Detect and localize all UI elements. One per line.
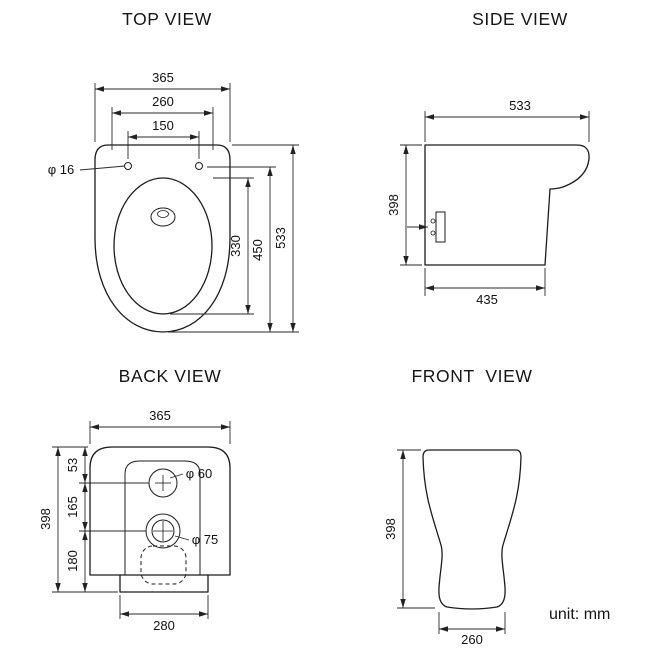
- dim-side-height: 398: [386, 144, 422, 266]
- side-view-drawing: 533 398 435: [386, 98, 590, 307]
- unit-label: unit: mm: [549, 606, 611, 623]
- leader-line: [79, 165, 126, 171]
- dim-back-outlet-diameter: φ 75: [174, 532, 219, 547]
- dim-label-inlet-to-outlet: 165: [65, 496, 80, 518]
- dim-top-hole-diameter: φ 16: [48, 162, 126, 177]
- dim-label-top-to-inlet: 53: [65, 458, 80, 472]
- back-view-drawing: φ 60 φ 75 365 280: [38, 408, 231, 633]
- top-view-flush-jet: [150, 207, 176, 227]
- dim-label-outlet-diameter: φ 75: [192, 532, 219, 547]
- dim-label-overall-width: 365: [152, 70, 174, 85]
- dim-label-back-width: 365: [149, 408, 171, 423]
- dim-label-front-base-width: 260: [461, 632, 483, 647]
- dim-label-inlet-diameter: φ 60: [186, 466, 213, 481]
- leader-line: [169, 473, 184, 479]
- top-view-seat-hole-right: [195, 162, 203, 170]
- dim-label-back-base-width: 280: [153, 618, 175, 633]
- dim-label-overall-depth: 533: [273, 227, 288, 249]
- fixing-hole-bottom: [430, 230, 436, 236]
- dim-label-base-depth: 435: [476, 292, 498, 307]
- top-view-title: TOP VIEW: [122, 9, 212, 29]
- back-view-base-outline: [119, 574, 209, 593]
- dim-label-outlet-to-floor: 180: [65, 550, 80, 572]
- top-view-flush-jet-inner: [157, 210, 169, 218]
- back-view-trapway-dashed: [140, 545, 187, 585]
- side-view-title: SIDE VIEW: [472, 9, 568, 29]
- dim-back-left-stack: 53 165 180 398: [38, 446, 149, 593]
- dim-label-side-height: 398: [386, 194, 401, 216]
- dim-top-seat-width: 260: [111, 94, 214, 150]
- dim-top-hole-spacing: 150: [127, 118, 200, 159]
- back-view-inner-outline: [124, 460, 201, 575]
- dim-side-overall-depth: 533: [424, 98, 590, 142]
- back-view-title: BACK VIEW: [118, 366, 222, 386]
- dim-label-side-depth: 533: [509, 98, 531, 113]
- fixing-hole-top: [430, 218, 436, 224]
- fixing-bracket: [435, 211, 446, 243]
- dim-top-overall-width: 365: [94, 70, 231, 142]
- top-view-body-outline: [94, 144, 231, 333]
- dim-label-hole-spacing: 150: [152, 118, 174, 133]
- back-view-outlet-hole-inner: [151, 519, 175, 543]
- dim-label-hole-diameter: φ 16: [48, 162, 75, 177]
- top-view-seat-hole-left: [124, 162, 132, 170]
- dim-back-base-width: 280: [119, 595, 209, 633]
- dim-label-seat-width: 260: [152, 94, 174, 109]
- dim-top-right-stack: 330 450 533: [168, 144, 299, 333]
- side-view-fixing-detail: [407, 211, 446, 243]
- top-view-drawing: φ 16 365 260 150: [48, 70, 299, 333]
- dim-back-inlet-diameter: φ 60: [169, 466, 213, 481]
- back-view-body-outline: [89, 446, 231, 576]
- top-view-bowl-outline: [113, 177, 213, 315]
- side-view-body-outline: [424, 144, 590, 266]
- leader-line: [174, 535, 190, 541]
- dim-label-front-height: 398: [383, 518, 398, 540]
- dim-back-overall-width: 365: [89, 408, 231, 444]
- dim-side-base-depth: 435: [424, 268, 546, 307]
- dim-label-seat-depth: 450: [250, 239, 265, 261]
- front-view-body-outline: [422, 449, 522, 610]
- dim-front-height: 398: [383, 449, 435, 609]
- dim-label-bowl-depth: 330: [228, 235, 243, 257]
- dim-label-back-height: 398: [38, 508, 53, 530]
- dim-front-base-width: 260: [438, 612, 506, 647]
- front-view-drawing: 398 260: [383, 449, 522, 647]
- front-view-title: FRONT VIEW: [411, 366, 533, 386]
